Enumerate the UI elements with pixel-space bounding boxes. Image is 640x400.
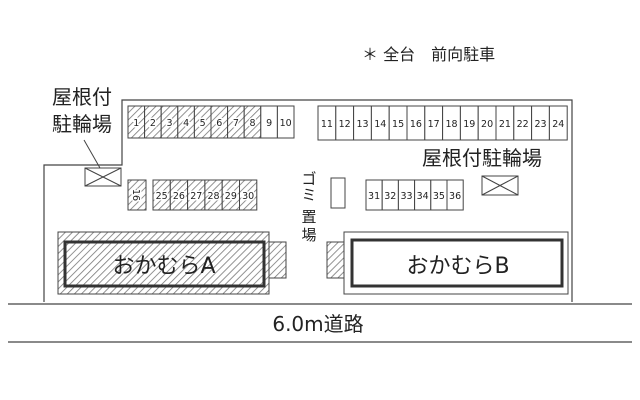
row-mid-left-space-number: 29 [225, 191, 237, 202]
row-top-right-space-number: 18 [445, 119, 457, 130]
row-top-left-space-number: 6 [216, 118, 222, 129]
row-mid-right-space: 31 [365, 179, 383, 211]
single-space: 16 [127, 179, 147, 211]
row-mid-right-space: 32 [381, 179, 399, 211]
road-label: 6.0m道路 [272, 312, 363, 336]
building-a: おかむらA [57, 231, 287, 295]
row-mid-left-space-number: 26 [173, 191, 185, 202]
row-mid-left-space-number: 28 [208, 191, 220, 202]
row-top-left-space: 6 [210, 105, 229, 139]
row-mid-left-space: 28 [204, 179, 223, 211]
trash-area-char-1: ゴ [301, 170, 316, 188]
row-top-right-space: 17 [424, 105, 444, 141]
row-top-left-space: 3 [160, 105, 179, 139]
row-top-right-space-number: 12 [339, 119, 351, 130]
row-top-right-space-number: 13 [356, 119, 368, 130]
row-top-right-space: 22 [513, 105, 533, 141]
row-top-left-space: 4 [177, 105, 195, 139]
row-top-right-space-number: 19 [463, 119, 475, 130]
bike-parking-left-line1: 屋根付 [52, 85, 112, 109]
row-mid-left-space: 29 [221, 179, 240, 211]
trash-area-char-2: ミ [301, 186, 316, 204]
bike-parking-left-line2: 駐輪場 [52, 112, 112, 136]
row-mid-right-space-number: 33 [400, 191, 412, 202]
row-mid-right-space: 33 [397, 179, 416, 211]
row-top-left-space-number: 9 [266, 118, 272, 129]
bike-parking-left-pointer [83, 139, 101, 169]
row-mid-left-space-number: 25 [156, 191, 168, 202]
row-mid-right-space-number: 35 [433, 191, 445, 202]
row-top-left-space: 5 [193, 105, 212, 139]
row-top-right-space: 11 [317, 105, 337, 141]
row-top-left-space: 7 [227, 105, 245, 139]
row-top-right-space-number: 20 [481, 119, 493, 130]
row-top-left-space-number: 4 [183, 118, 189, 129]
row-top-left-space-number: 2 [150, 118, 156, 129]
row-top-right-space: 15 [388, 105, 408, 141]
row-top-right-space: 20 [477, 105, 497, 141]
row-mid-right-space: 35 [430, 179, 448, 211]
row-top-right-space-number: 21 [499, 119, 511, 130]
row-top-left-space: 2 [144, 105, 162, 139]
row-mid-right-space: 36 [446, 179, 464, 211]
row-top-right-space: 18 [442, 105, 461, 141]
row-mid-right-space-number: 34 [417, 191, 429, 202]
row-mid-right-space-number: 32 [384, 191, 396, 202]
trash-area-box [330, 177, 346, 209]
row-top-right-space-number: 24 [552, 119, 564, 130]
bike-parking-right-label: 屋根付駐輪場 [422, 146, 542, 170]
row-mid-left-space: 30 [239, 179, 258, 211]
row-mid-left-space: 27 [187, 179, 206, 211]
row-mid-right-space-number: 31 [368, 191, 380, 202]
row-top-right-space: 23 [531, 105, 550, 141]
row-mid-left-space-number: 30 [242, 191, 254, 202]
row-top-right-space-number: 16 [410, 119, 422, 130]
trash-area-char-3: 置 [301, 208, 316, 226]
row-mid-left-space-number: 27 [190, 191, 202, 202]
parking-note: ＊ 全台 前向駐車 [362, 45, 495, 64]
building-b-label: おかむらB [406, 254, 509, 279]
row-top-right-space-number: 23 [534, 119, 546, 130]
row-top-left-space-number: 1 [133, 118, 139, 129]
row-top-left-space: 1 [127, 105, 146, 139]
row-top-left-space: 8 [243, 105, 262, 139]
row-top-left-space-number: 10 [280, 118, 292, 129]
row-top-right-space: 21 [495, 105, 515, 141]
row-top-right-space-number: 14 [374, 119, 386, 130]
row-top-left-space-number: 8 [249, 118, 255, 129]
single-space-number: 16 [130, 189, 141, 201]
row-mid-right-space-number: 36 [449, 191, 461, 202]
row-top-left-space: 9 [260, 105, 278, 139]
row-top-left-space-number: 5 [200, 118, 206, 129]
row-top-right-space: 24 [548, 105, 568, 141]
trash-area-char-4: 場 [301, 226, 316, 244]
building-b: おかむらB [326, 231, 569, 295]
row-mid-left-space: 26 [169, 179, 189, 211]
row-top-right-space: 19 [459, 105, 479, 141]
row-top-left-space-number: 7 [233, 118, 239, 129]
row-top-right-space-number: 17 [428, 119, 440, 130]
row-top-right-space-number: 15 [392, 119, 404, 130]
row-mid-left-space: 25 [152, 179, 171, 211]
bike-parking-left-marker [84, 167, 122, 187]
row-top-right-space-number: 11 [321, 119, 333, 130]
row-top-left-space-number: 3 [166, 118, 172, 129]
bike-parking-right-marker [481, 175, 519, 196]
row-top-left-space: 10 [276, 105, 295, 139]
row-top-right-space-number: 22 [517, 119, 529, 130]
row-top-right-space: 16 [406, 105, 426, 141]
lot-boundary [43, 99, 573, 302]
row-mid-right-space: 34 [414, 179, 432, 211]
row-top-right-space: 14 [370, 105, 390, 141]
row-top-right-space: 13 [353, 105, 372, 141]
building-a-label: おかむらA [112, 254, 215, 279]
row-top-right-space: 12 [335, 105, 355, 141]
